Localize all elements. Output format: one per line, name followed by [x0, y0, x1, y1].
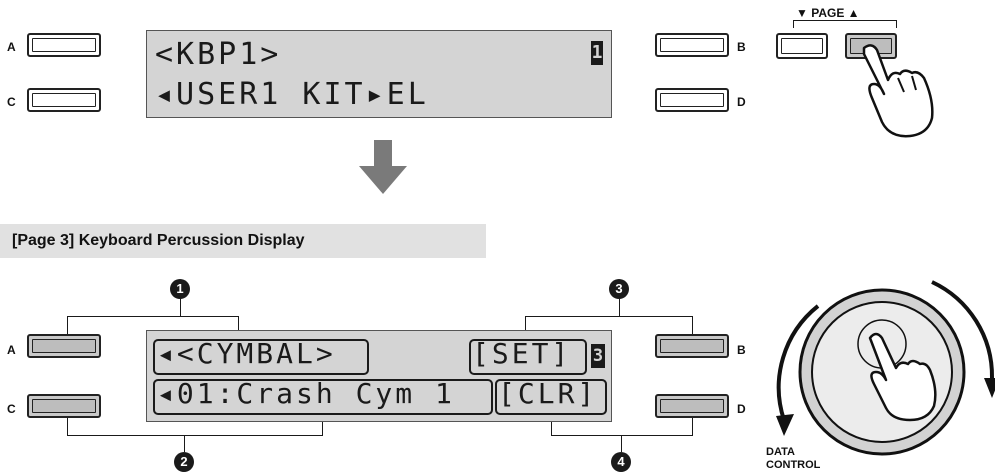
button-letter-b-bottom: B [737, 343, 746, 357]
button-letter-c: C [7, 95, 16, 109]
callout-1: 1 [170, 279, 190, 299]
voice-frame [153, 379, 493, 415]
callout-4: 4 [611, 452, 631, 472]
hand-pointer-icon [868, 332, 937, 422]
page-down-button[interactable] [776, 33, 828, 59]
lcd-display-top: <KBP1> 1 ◂USER1 KIT▸EL [146, 30, 612, 118]
page-label: ▼ PAGE ▲ [796, 6, 860, 20]
section-title: [Page 3] Keyboard Percussion Display [12, 232, 305, 249]
button-letter-a-bottom: A [7, 343, 16, 357]
button-letter-c-bottom: C [7, 402, 16, 416]
lcd-line-1-right: [SET] [472, 337, 572, 370]
callout-bracket-4 [551, 418, 693, 436]
data-control-label-1: DATA [766, 446, 795, 458]
lcd-line-1: <KBP1> [155, 37, 282, 72]
callout-stem-3 [619, 298, 620, 316]
lcd-line-2: ◂USER1 KIT▸EL [155, 77, 429, 112]
page-bracket [793, 20, 897, 28]
data-control-dial[interactable] [770, 268, 995, 476]
callout-2: 2 [174, 452, 194, 472]
set-frame [469, 339, 587, 375]
lcd-page-indicator: 1 [591, 41, 603, 65]
callout-bracket-3 [525, 316, 693, 334]
cymbal-frame [153, 339, 369, 375]
button-letter-d: D [737, 95, 746, 109]
callout-bracket-2 [67, 418, 323, 436]
button-d-bottom[interactable] [655, 394, 729, 418]
button-d[interactable] [655, 88, 729, 112]
button-a[interactable] [27, 33, 101, 57]
data-control-label-2: CONTROL [766, 459, 821, 471]
callout-stem-2 [184, 436, 185, 452]
lcd-display-bottom: ◂<CYMBAL> [SET] 3 ◂01:Crash Cym 1 [CLR] [146, 330, 612, 422]
button-b[interactable] [655, 33, 729, 57]
button-letter-a: A [7, 40, 16, 54]
down-arrow-icon [359, 140, 407, 194]
button-b-bottom[interactable] [655, 334, 729, 358]
button-c[interactable] [27, 88, 101, 112]
button-letter-b: B [737, 40, 746, 54]
section-title-strip: [Page 3] Keyboard Percussion Display [0, 224, 486, 258]
lcd-page-indicator-bottom: 3 [591, 344, 605, 368]
clr-frame [495, 379, 607, 415]
callout-3: 3 [609, 279, 629, 299]
button-c-bottom[interactable] [27, 394, 101, 418]
lcd-line-2-left: ◂01:Crash Cym 1 [157, 377, 455, 410]
callout-stem-4 [621, 436, 622, 452]
lcd-line-2-right: [CLR] [498, 377, 598, 410]
button-a-bottom[interactable] [27, 334, 101, 358]
button-letter-d-bottom: D [737, 402, 746, 416]
callout-stem-1 [180, 298, 181, 316]
hand-pointer-icon [862, 44, 934, 138]
rotate-arrows-icon [776, 280, 995, 436]
lcd-line-1-left: ◂<CYMBAL> [157, 337, 336, 370]
callout-bracket-1 [67, 316, 239, 334]
